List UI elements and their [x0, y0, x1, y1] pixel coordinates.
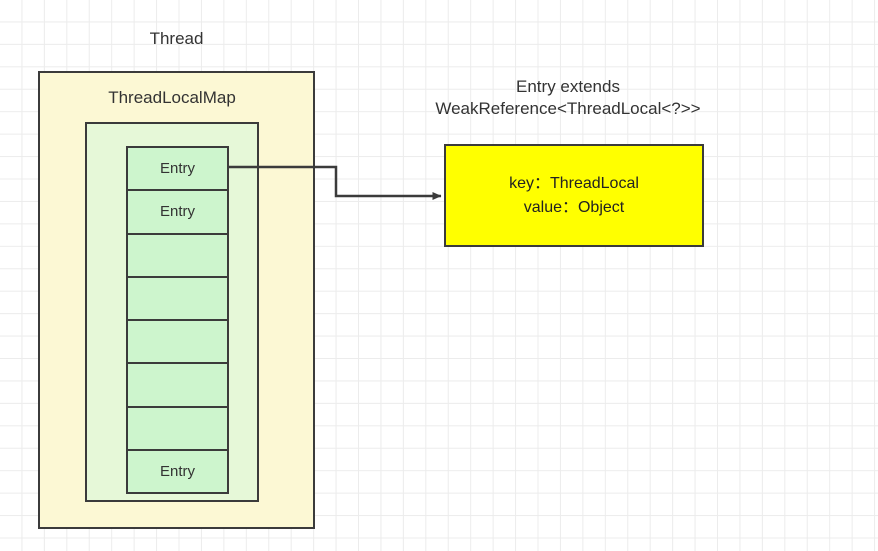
entry-detail-title: Entry extends WeakReference<ThreadLocal<… [435, 77, 701, 119]
entry-cell [128, 234, 227, 278]
thread-label: Thread [149, 29, 204, 48]
entry-detail-text: key：ThreadLocal value：Object [509, 175, 639, 216]
thread-local-map-label: ThreadLocalMap [108, 88, 236, 107]
entry-cell: Entry [128, 191, 227, 235]
entry-cell [128, 407, 227, 451]
entry-cell: Entry [128, 450, 227, 492]
entry-cell [128, 364, 227, 408]
entry-cell [128, 277, 227, 321]
entry-detail-box: key：ThreadLocal value：Object [444, 144, 704, 247]
entry-cell: Entry [128, 148, 227, 192]
entry-cell [128, 321, 227, 365]
entry-table: Entry Entry Entry [126, 146, 229, 494]
